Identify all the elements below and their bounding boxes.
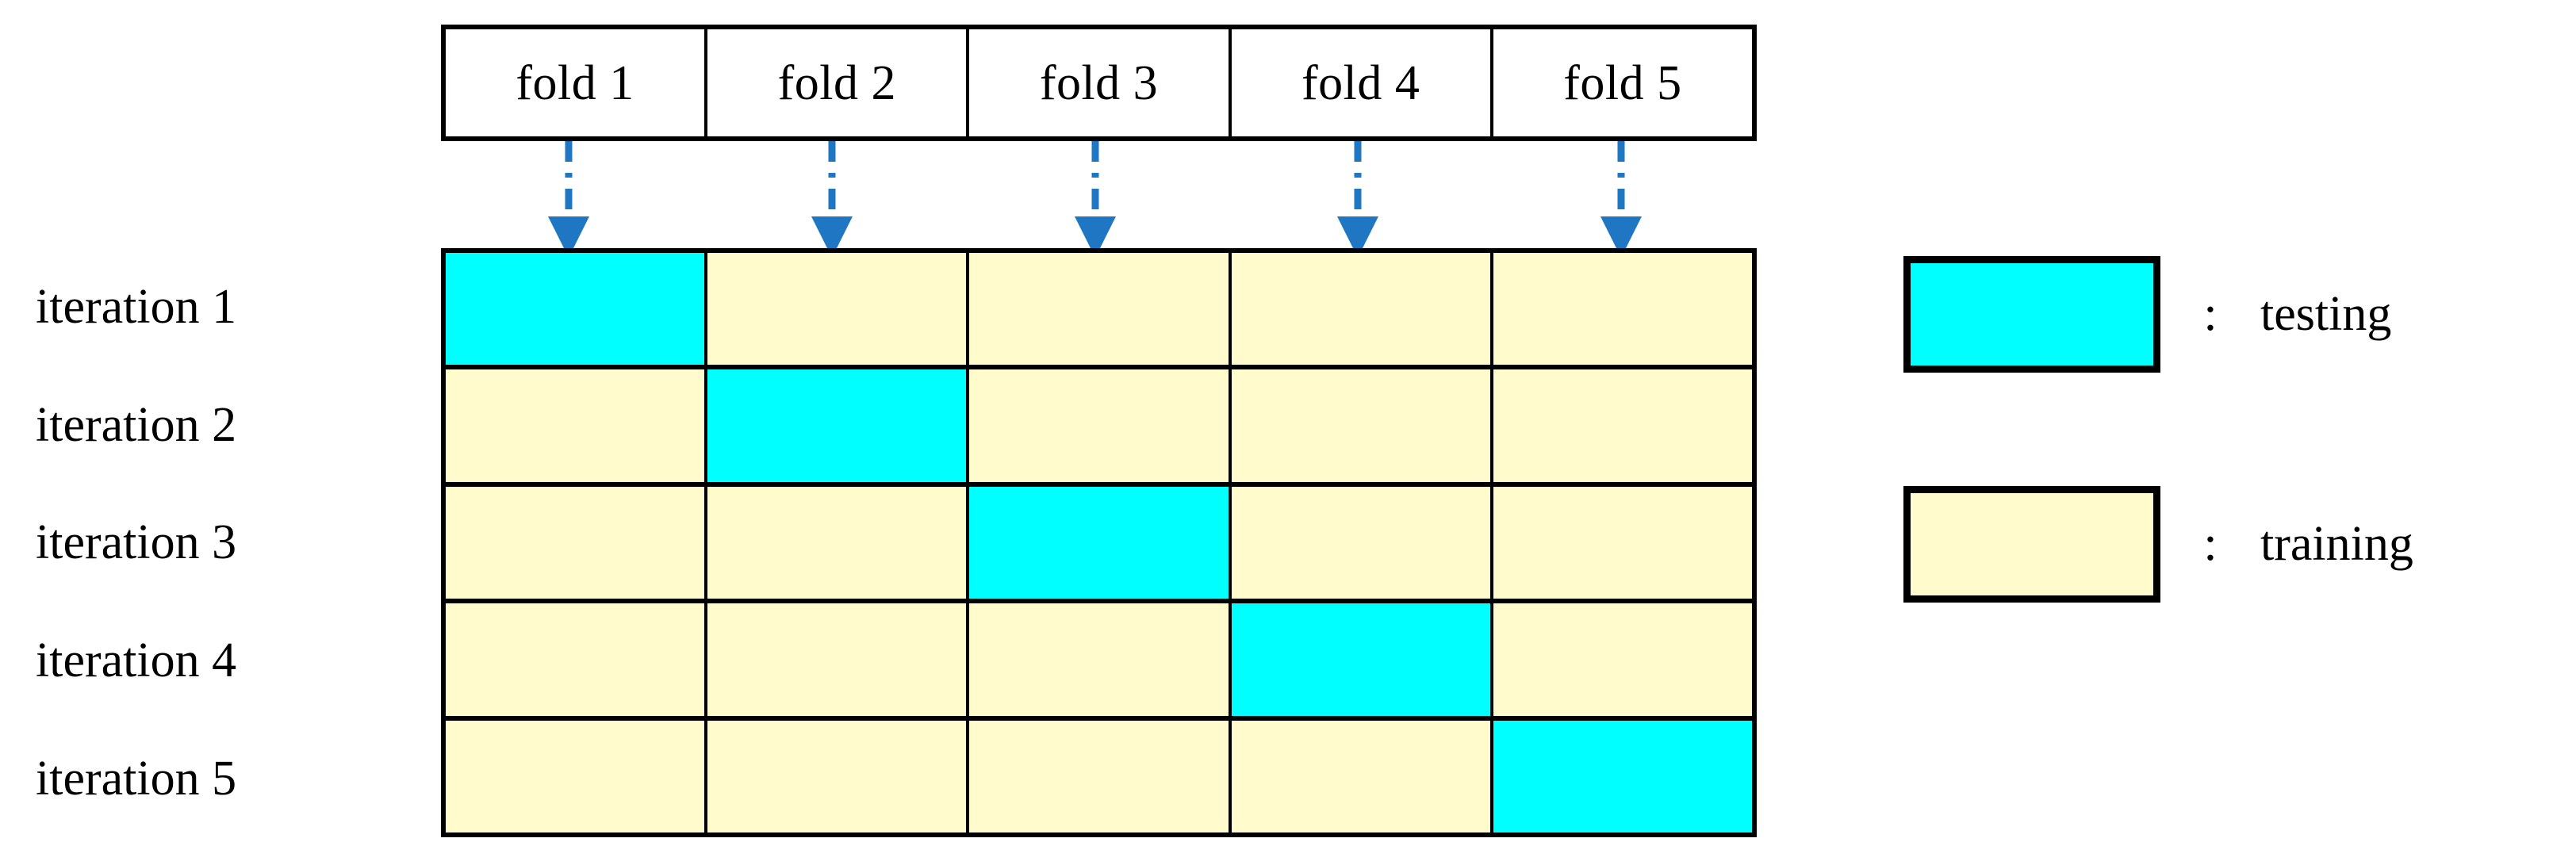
iteration-labels: iteration 1 iteration 2 iteration 3 iter…: [0, 248, 428, 837]
fold-header-cell-4: fold 4: [1231, 29, 1493, 136]
iteration-label-1: iteration 1: [36, 280, 237, 335]
matrix-cell: [707, 369, 970, 482]
matrix-cell: [969, 720, 1232, 833]
matrix-cell: [707, 603, 970, 716]
legend-label-testing: testing: [2260, 287, 2392, 341]
legend-label-training: training: [2260, 517, 2413, 571]
matrix-cell: [969, 253, 1232, 366]
fold-header-label: fold 5: [1563, 55, 1682, 110]
fold-header-label: fold 3: [1039, 55, 1159, 110]
fold-header-label: fold 1: [516, 55, 634, 110]
fold-header-cell-2: fold 2: [707, 29, 970, 136]
legend-item-testing: : testing: [1903, 254, 2576, 374]
iteration-label-5: iteration 5: [36, 751, 237, 806]
fold-arrows-group: [0, 135, 2576, 262]
matrix-cell: [1493, 253, 1753, 366]
fold-header-table: fold 1 fold 2 fold 3 fold 4 fold 5: [441, 25, 1757, 141]
table-row: [446, 603, 1753, 721]
legend-separator: :: [2203, 517, 2218, 571]
matrix-cell: [446, 603, 708, 716]
fold-header-label: fold 4: [1301, 55, 1420, 110]
matrix-cell: [446, 253, 708, 366]
matrix-cell: [1493, 486, 1753, 599]
matrix-cell: [446, 486, 708, 599]
legend-item-training: : training: [1903, 484, 2576, 604]
matrix-cell: [707, 720, 970, 833]
matrix-cell: [707, 253, 970, 366]
matrix-cell: [1231, 369, 1493, 482]
fold-header-cell-5: fold 5: [1493, 29, 1753, 136]
table-row: [446, 486, 1753, 604]
iteration-label-2: iteration 2: [36, 397, 237, 452]
matrix-cell: [1493, 603, 1753, 716]
matrix-cell: [969, 369, 1232, 482]
matrix-cell: [969, 603, 1232, 716]
legend-swatch-testing: [1903, 255, 2160, 373]
matrix-cell: [1231, 720, 1493, 833]
table-row: [446, 253, 1753, 370]
matrix-cell: [707, 486, 970, 599]
matrix-cell: [1231, 603, 1493, 716]
matrix-cell: [1231, 253, 1493, 366]
legend-swatch-training: [1903, 485, 2160, 603]
fold-header-label: fold 2: [777, 55, 896, 110]
cv-matrix: [441, 248, 1757, 837]
matrix-cell: [446, 720, 708, 833]
matrix-cell: [1493, 720, 1753, 833]
matrix-cell: [1231, 486, 1493, 599]
fold-header-cell-3: fold 3: [969, 29, 1232, 136]
fold-arrows-svg: [548, 141, 1642, 258]
iteration-label-4: iteration 4: [36, 633, 237, 688]
legend: : testing : training: [1903, 254, 2576, 618]
iteration-label-3: iteration 3: [36, 515, 237, 570]
matrix-cell: [969, 486, 1232, 599]
fold-header-cell-1: fold 1: [446, 29, 708, 136]
matrix-cell: [446, 369, 708, 482]
table-row: [446, 720, 1753, 833]
matrix-cell: [1493, 369, 1753, 482]
legend-separator: :: [2203, 287, 2218, 341]
table-row: [446, 369, 1753, 487]
